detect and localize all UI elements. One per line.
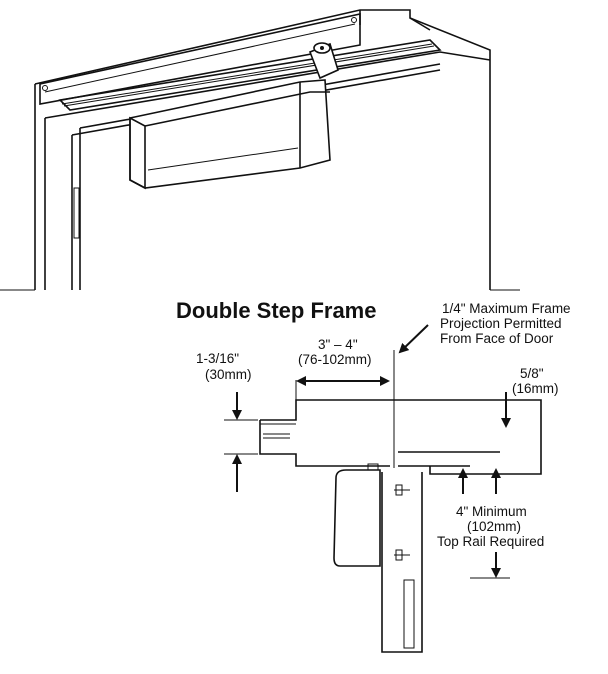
width-label-line2: (76-102mm) — [298, 352, 372, 367]
dimension-arrows — [224, 324, 511, 579]
section-view — [259, 350, 542, 653]
step-label-line1: 5/8" — [520, 366, 544, 381]
rail-label-line3: Top Rail Required — [437, 534, 544, 549]
rail-label-line1: 4" Minimum — [456, 504, 527, 519]
diagram-title: Double Step Frame — [176, 298, 376, 323]
height-label-line2: (30mm) — [205, 367, 252, 382]
height-label-line1: 1-3/16" — [196, 351, 239, 366]
rail-label-line2: (102mm) — [467, 519, 521, 534]
projection-label-line2: Projection Permitted — [440, 316, 562, 331]
isometric-door-illustration — [0, 9, 520, 291]
step-label-line2: (16mm) — [512, 381, 559, 396]
projection-label-line3: From Face of Door — [440, 331, 554, 346]
width-label-line1: 3" – 4" — [318, 337, 358, 352]
projection-label-line1: 1/4" Maximum Frame — [442, 301, 571, 316]
